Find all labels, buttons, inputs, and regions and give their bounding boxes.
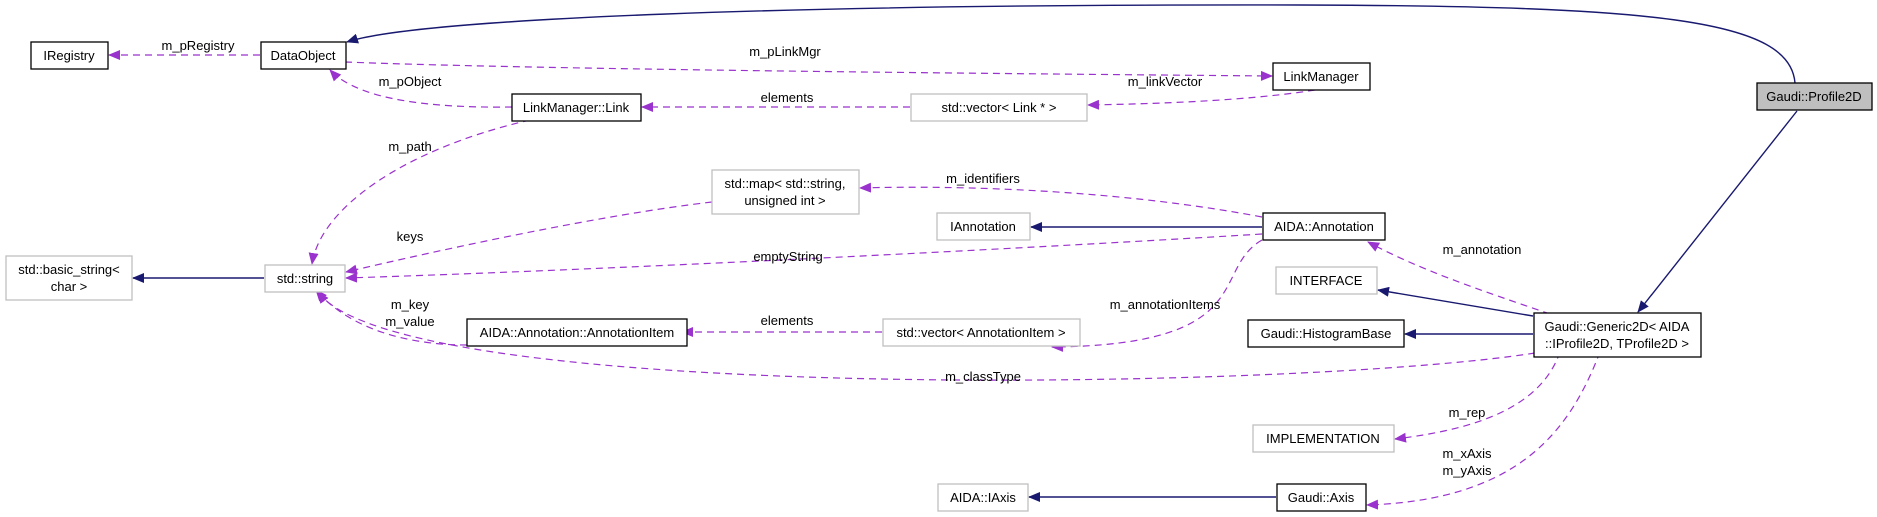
edge-link-to-dataobject xyxy=(329,69,513,108)
node-iregistry-label: IRegistry xyxy=(43,48,95,63)
label-m-pobject: m_pObject xyxy=(379,74,442,89)
node-histogram-base[interactable]: Gaudi::HistogramBase xyxy=(1247,319,1405,348)
node-vector-link[interactable]: std::vector< Link * > xyxy=(910,93,1088,122)
usage-edges xyxy=(108,50,1601,510)
node-gaudi-axis[interactable]: Gaudi::Axis xyxy=(1276,483,1367,512)
inheritance-edges xyxy=(132,4,1798,502)
edge-annotation-to-vectoritem xyxy=(1051,239,1263,352)
label-emptystring: emptyString xyxy=(753,249,822,264)
label-m-key: m_key xyxy=(391,297,430,312)
node-dataobject[interactable]: DataObject xyxy=(260,41,347,70)
node-gaudi-generic2d[interactable]: Gaudi::Generic2D< AIDA ::IProfile2D, TPr… xyxy=(1533,312,1702,358)
label-m-pregistry: m_pRegistry xyxy=(162,38,235,53)
node-annotation-item[interactable]: AIDA::Annotation::AnnotationItem xyxy=(466,318,688,347)
node-linkmanager-link[interactable]: LinkManager::Link xyxy=(511,93,642,122)
label-m-path: m_path xyxy=(388,139,431,154)
label-m-annotationitems: m_annotationItems xyxy=(1110,297,1221,312)
edge-annotation-to-map xyxy=(859,182,1263,218)
node-interface-label: INTERFACE xyxy=(1290,273,1363,288)
edge-link-to-string xyxy=(308,119,531,265)
label-keys: keys xyxy=(397,229,424,244)
edge-generic2d-to-annotation xyxy=(1367,241,1551,315)
edge-linkmanager-to-vectorlink xyxy=(1087,89,1316,110)
edge-labels: m_pRegistry m_pLinkMgr m_pObject element… xyxy=(162,38,1522,478)
node-interface[interactable]: INTERFACE xyxy=(1275,266,1378,295)
node-aida-annotation-label: AIDA::Annotation xyxy=(1274,219,1374,234)
label-m-identifiers: m_identifiers xyxy=(946,171,1020,186)
edge-dataobject-to-linkmanager xyxy=(344,61,1273,81)
node-aida-iaxis-label: AIDA::IAxis xyxy=(950,490,1016,505)
node-basic-string-label-line2: char > xyxy=(51,279,88,294)
node-std-string-label: std::string xyxy=(277,271,333,286)
node-aida-annotation[interactable]: AIDA::Annotation xyxy=(1262,212,1386,241)
edge-profile2d-to-generic2d xyxy=(1637,110,1798,313)
node-implementation-label: IMPLEMENTATION xyxy=(1266,431,1380,446)
edge-map-to-string xyxy=(345,201,713,275)
edge-generic2d-to-axis xyxy=(1366,351,1601,510)
edge-generic2d-to-implementation xyxy=(1394,351,1561,443)
node-linkmanager-link-label: LinkManager::Link xyxy=(523,100,630,115)
label-m-annotation: m_annotation xyxy=(1443,242,1522,257)
node-std-string[interactable]: std::string xyxy=(264,264,346,293)
label-m-yaxis: m_yAxis xyxy=(1442,463,1492,478)
node-std-map-label-line1: std::map< std::string, xyxy=(724,176,845,191)
label-m-rep: m_rep xyxy=(1449,405,1486,420)
node-basic-string-label-line1: std::basic_string< xyxy=(18,262,120,277)
node-linkmanager-label: LinkManager xyxy=(1283,69,1359,84)
node-basic-string[interactable]: std::basic_string< char > xyxy=(5,255,133,301)
edge-annotation-to-string xyxy=(345,233,1263,283)
node-gaudi-generic2d-label-line2: ::IProfile2D, TProfile2D > xyxy=(1545,336,1689,351)
label-m-classtype: m_classType xyxy=(945,369,1021,384)
edge-generic2d-to-interface xyxy=(1377,286,1534,317)
nodes: Gaudi::Profile2D DataObject IRegistry Li… xyxy=(5,41,1873,512)
node-aida-iaxis[interactable]: AIDA::IAxis xyxy=(937,483,1029,512)
node-iannotation[interactable]: IAnnotation xyxy=(936,212,1031,241)
node-dataobject-label: DataObject xyxy=(270,48,335,63)
node-linkmanager[interactable]: LinkManager xyxy=(1272,62,1371,91)
node-gaudi-generic2d-label-line1: Gaudi::Generic2D< AIDA xyxy=(1545,319,1690,334)
edge-profile2d-to-dataobject xyxy=(346,4,1796,84)
label-m-xaxis: m_xAxis xyxy=(1442,446,1492,461)
label-m-value: m_value xyxy=(385,314,434,329)
label-elements-link: elements xyxy=(761,90,814,105)
node-std-map[interactable]: std::map< std::string, unsigned int > xyxy=(711,169,860,215)
node-implementation[interactable]: IMPLEMENTATION xyxy=(1252,424,1395,453)
node-iannotation-label: IAnnotation xyxy=(950,219,1016,234)
label-elements-item: elements xyxy=(761,313,814,328)
node-annotation-item-label: AIDA::Annotation::AnnotationItem xyxy=(480,325,674,340)
node-vector-annotationitem[interactable]: std::vector< AnnotationItem > xyxy=(882,318,1081,347)
node-gaudi-axis-label: Gaudi::Axis xyxy=(1288,490,1355,505)
label-m-linkvector: m_linkVector xyxy=(1128,74,1203,89)
node-vector-annotationitem-label: std::vector< AnnotationItem > xyxy=(896,325,1065,340)
node-iregistry[interactable]: IRegistry xyxy=(30,41,109,70)
node-vector-link-label: std::vector< Link * > xyxy=(942,100,1057,115)
node-std-map-label-line2: unsigned int > xyxy=(744,193,825,208)
node-gaudi-profile2d-label: Gaudi::Profile2D xyxy=(1766,89,1861,104)
node-histogram-base-label: Gaudi::HistogramBase xyxy=(1261,326,1392,341)
edge-generic2d-to-string xyxy=(317,291,1536,381)
node-gaudi-profile2d[interactable]: Gaudi::Profile2D xyxy=(1756,82,1873,111)
label-m-plinkmgr: m_pLinkMgr xyxy=(749,44,821,59)
